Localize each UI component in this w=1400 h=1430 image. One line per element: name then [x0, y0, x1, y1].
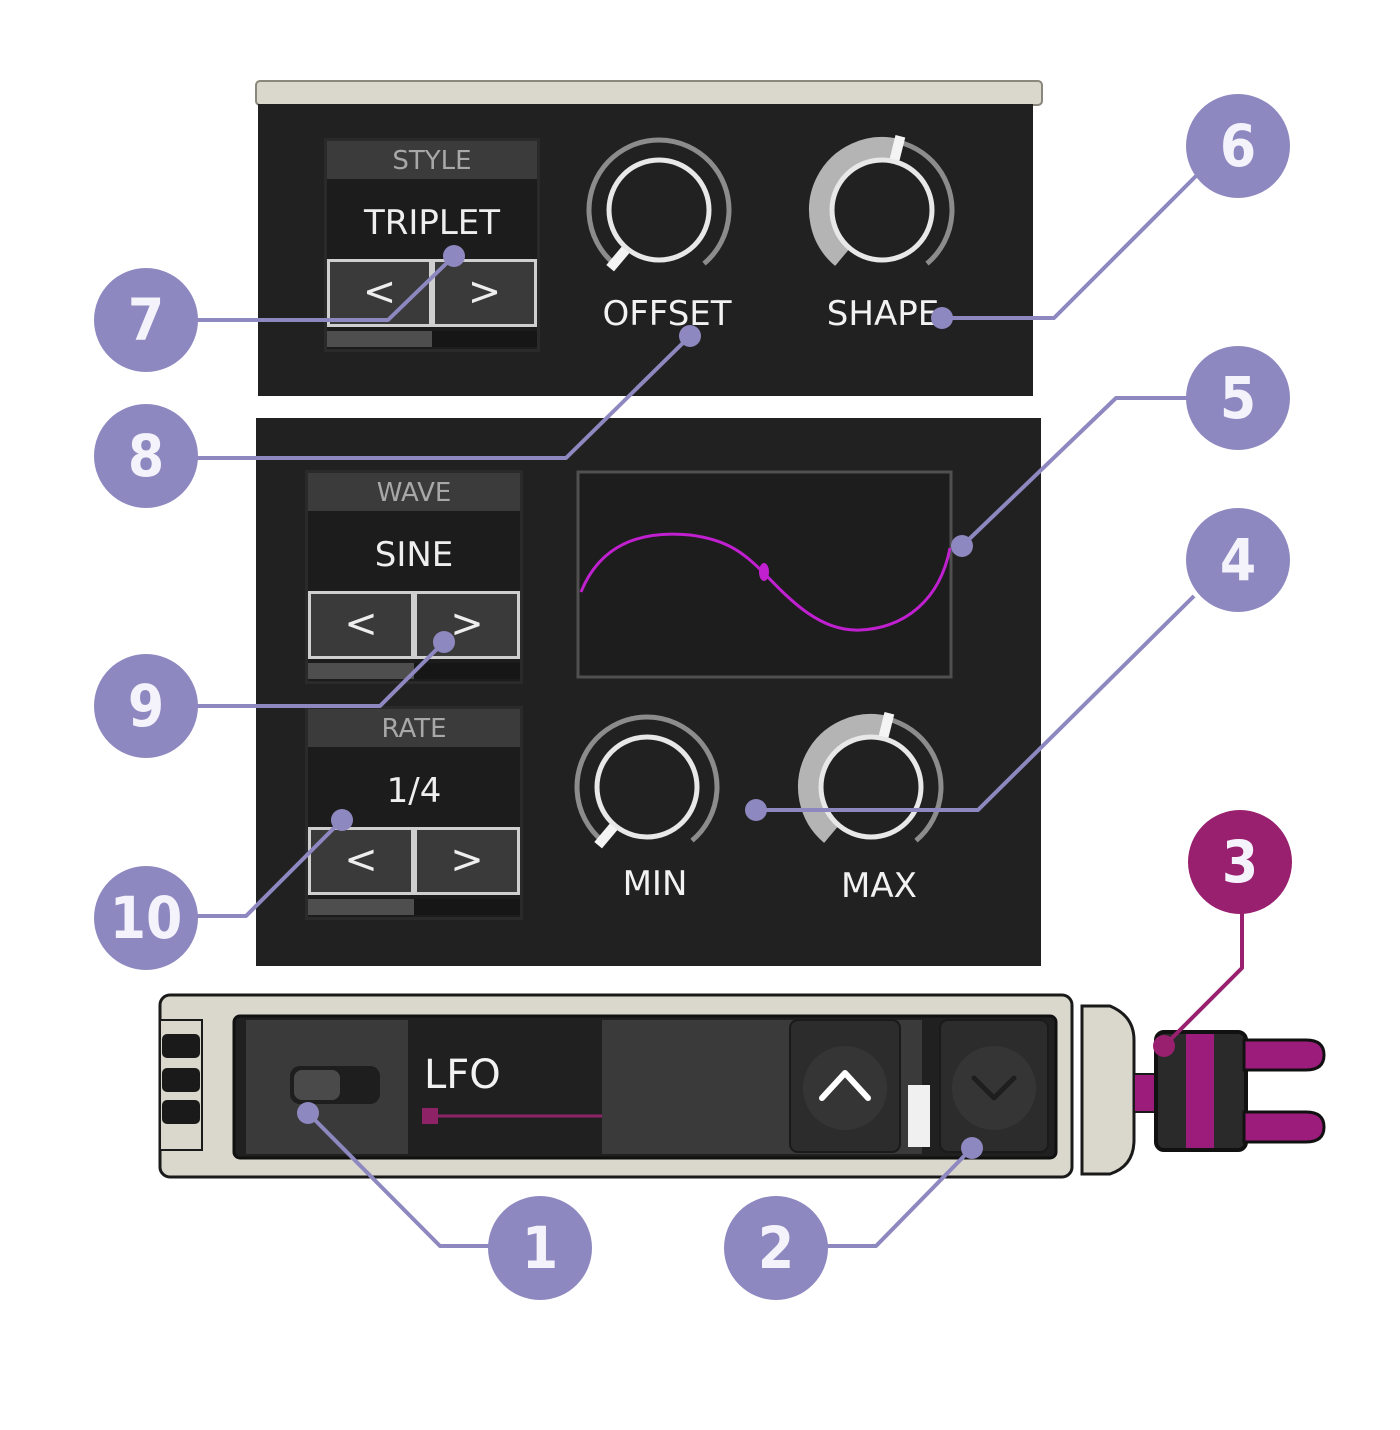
rate-prev-button[interactable]: <	[308, 827, 414, 895]
level-indicator	[908, 1085, 930, 1147]
grip-ridge	[162, 1068, 200, 1092]
waveform-display	[576, 470, 953, 679]
offset-knob[interactable]	[586, 137, 732, 272]
leader-10	[196, 818, 344, 918]
rate-next-button[interactable]: >	[414, 827, 520, 895]
callout-1: 1	[488, 1196, 592, 1300]
grip-ridge	[162, 1034, 200, 1058]
wave-header: WAVE	[308, 473, 520, 511]
style-header: STYLE	[327, 141, 537, 179]
leader-1	[306, 1111, 490, 1248]
knob-fill	[798, 714, 889, 843]
max-label: MAX	[841, 866, 917, 906]
callout-leaders	[196, 174, 1244, 1248]
chevron-down-icon	[971, 1075, 1017, 1101]
knob-pointer	[889, 135, 906, 161]
callout-10: 10	[94, 866, 198, 970]
leader-9	[196, 640, 446, 708]
leader-2	[822, 1146, 974, 1248]
wave-next-button[interactable]: >	[414, 591, 520, 659]
grip-ridge	[162, 1100, 200, 1124]
wave-value: SINE	[374, 535, 454, 575]
wave-position-fill	[308, 663, 414, 679]
cable-plug-icon[interactable]	[1080, 1004, 1326, 1176]
style-next-button[interactable]: >	[432, 259, 537, 327]
callout-anchors	[297, 245, 1175, 1159]
wave-selector: WAVE SINE < >	[305, 470, 523, 684]
wave-prev-button[interactable]: <	[308, 591, 414, 659]
chevron-up-icon	[819, 1070, 871, 1101]
waveform-phase-marker	[759, 563, 769, 581]
knob-body	[594, 734, 700, 840]
callout-9: 9	[94, 654, 198, 758]
knob-body	[818, 734, 924, 840]
callout-8: 8	[94, 404, 198, 508]
knob-body	[606, 157, 712, 263]
knob-pointer	[878, 712, 895, 738]
leader-3	[1162, 912, 1244, 1048]
rate-value: 1/4	[386, 771, 442, 811]
leader-6	[942, 174, 1198, 320]
offset-label: OFFSET	[602, 294, 732, 334]
max-knob[interactable]	[798, 712, 944, 843]
leader-7	[196, 254, 456, 322]
callout-4: 4	[1186, 508, 1290, 612]
knob-track	[574, 714, 720, 843]
knob-body	[829, 157, 935, 263]
knob-fill	[809, 137, 900, 266]
toggle-switch-icon[interactable]	[290, 1066, 380, 1104]
chevron-down-button[interactable]	[939, 1019, 1049, 1153]
leader-8	[196, 334, 692, 460]
style-value: TRIPLET	[363, 203, 501, 243]
leader-4	[756, 594, 1196, 812]
leader-5	[960, 396, 1190, 548]
knob-track	[586, 137, 732, 266]
rate-header: RATE	[308, 709, 520, 747]
chevron-up-button[interactable]	[789, 1019, 901, 1153]
knob-pointer	[594, 823, 618, 849]
style-selector: STYLE TRIPLET < >	[324, 138, 540, 352]
callout-6: 6	[1186, 94, 1290, 198]
rate-position-fill	[308, 899, 414, 915]
shape-label: SHAPE	[826, 294, 940, 334]
min-label: MIN	[622, 864, 688, 904]
callout-3: 3	[1188, 810, 1292, 914]
shape-knob[interactable]	[809, 135, 955, 266]
callout-7: 7	[94, 268, 198, 372]
rate-selector: RATE 1/4 < >	[305, 706, 523, 920]
style-position-fill	[327, 331, 432, 347]
callout-5: 5	[1186, 346, 1290, 450]
callout-2: 2	[724, 1196, 828, 1300]
module-strip	[158, 993, 1074, 1179]
knob-pointer	[606, 246, 630, 272]
min-knob[interactable]	[574, 714, 720, 849]
module-name: LFO	[424, 1052, 501, 1098]
rate-position-bar[interactable]	[308, 899, 520, 915]
mod-indicator-square	[422, 1108, 438, 1124]
style-position-bar[interactable]	[327, 331, 537, 347]
